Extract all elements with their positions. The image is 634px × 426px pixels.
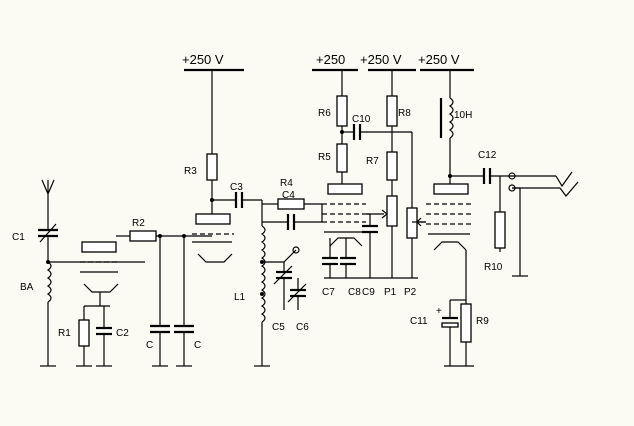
- label-p1: P1: [384, 287, 397, 298]
- capacitor-c5: [262, 261, 293, 310]
- antenna: [41, 179, 55, 200]
- capacitor-c1: [38, 200, 58, 262]
- resistor-r5: [336, 143, 348, 184]
- choke-10h: [439, 97, 454, 184]
- capacitor-c3: [212, 192, 262, 208]
- label-c1: C1: [12, 232, 25, 243]
- resistor-r8: [386, 95, 398, 152]
- tube-3: [322, 183, 366, 247]
- tube-2-heater: [195, 213, 231, 225]
- label-c5: C5: [272, 322, 285, 333]
- label-c3: C3: [230, 182, 243, 193]
- label-r5: R5: [318, 152, 331, 163]
- supply-rail-1: [184, 68, 244, 154]
- tube-1-heater: [81, 241, 117, 253]
- label-r6: R6: [318, 108, 331, 119]
- label-c2: C2: [116, 328, 129, 339]
- label-c12: C12: [478, 150, 497, 161]
- label-c10: C10: [352, 114, 371, 125]
- label-r10: R10: [484, 262, 503, 273]
- capacitor-c9: [362, 213, 378, 278]
- capacitor-c12: [450, 168, 512, 184]
- label-c6: C6: [296, 322, 309, 333]
- resistor-r7: [386, 151, 398, 196]
- tube-3-heater: [327, 183, 363, 195]
- resistor-r9: [460, 303, 472, 366]
- label-r7: R7: [366, 156, 379, 167]
- label-ba: BA: [20, 282, 34, 293]
- potentiometer-p1: [366, 195, 398, 278]
- label-c9: C9: [362, 287, 375, 298]
- resistor-r1: [76, 306, 92, 367]
- resistor-r10: [494, 176, 506, 252]
- capacitor-c-a: [150, 236, 170, 367]
- capacitor-c7: [322, 238, 338, 278]
- tube-2: [192, 213, 234, 263]
- capacitor-c4: [262, 204, 323, 230]
- supply-label-2: +250: [316, 52, 345, 67]
- label-c-b: C: [194, 340, 201, 351]
- capacitor-c10: [342, 124, 412, 140]
- label-c8: C8: [348, 287, 361, 298]
- label-r8: R8: [398, 108, 411, 119]
- supply-rail-3: [368, 68, 416, 96]
- coil-l1: [254, 200, 270, 367]
- label-c-a: C: [146, 340, 153, 351]
- supply-label-3: +250 V: [360, 52, 402, 67]
- label-r9: R9: [476, 316, 489, 327]
- capacitor-c11: [441, 299, 466, 366]
- label-l1: L1: [234, 292, 246, 303]
- capacitor-c6: [283, 246, 307, 310]
- tube-1: [80, 241, 120, 300]
- label-plus: +: [436, 306, 442, 317]
- potentiometer-p2: [406, 132, 426, 278]
- supply-label-4: +250 V: [418, 52, 460, 67]
- label-r2: R2: [132, 218, 145, 229]
- label-c4: C4: [282, 190, 295, 201]
- label-r1: R1: [58, 328, 71, 339]
- capacitor-c-b: [174, 236, 194, 367]
- supply-rail-4: [420, 68, 474, 98]
- capacitor-c8: [340, 238, 356, 278]
- resistor-r4: [262, 198, 322, 210]
- label-p2: P2: [404, 287, 417, 298]
- capacitor-c2: [96, 306, 112, 367]
- label-r3: R3: [184, 166, 197, 177]
- resistor-r3: [206, 153, 218, 214]
- tube-4: [412, 183, 472, 251]
- resistor-r6: [336, 95, 348, 144]
- tube-4-heater: [433, 183, 469, 195]
- resistor-r2: [116, 230, 212, 242]
- supply-label-1: +250 V: [182, 52, 224, 67]
- label-r4: R4: [280, 178, 293, 189]
- supply-rail-2: [312, 68, 358, 96]
- label-c11: C11: [410, 316, 428, 327]
- label-c7: C7: [322, 287, 335, 298]
- label-choke: 10H: [454, 110, 472, 121]
- coil-ba: [40, 261, 56, 367]
- output-jack: [508, 171, 579, 277]
